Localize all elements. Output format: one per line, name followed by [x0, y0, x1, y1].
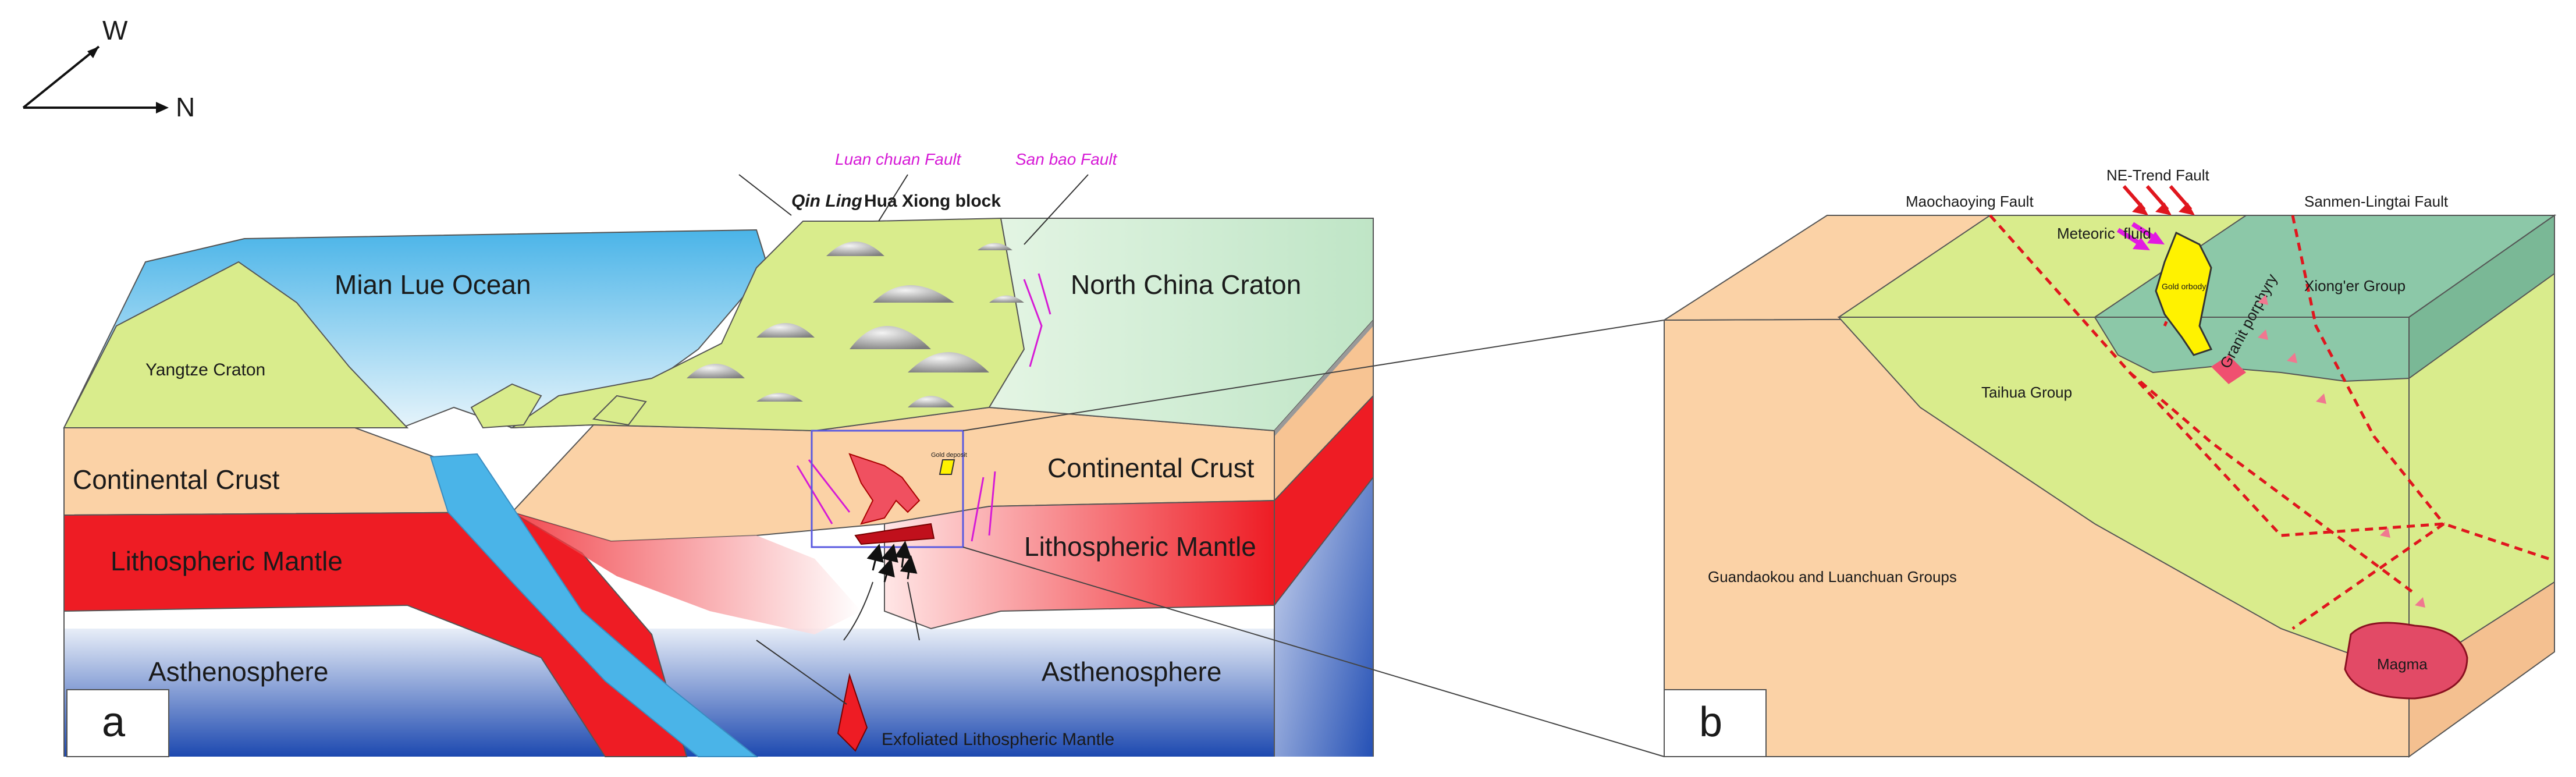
- xionger-label: Xiong'er Group: [2304, 277, 2406, 295]
- crust-left-label: Continental Crust: [73, 464, 280, 495]
- panel-b: Gold orbody Granit porphyry: [1662, 166, 2557, 758]
- asthenosphere-front: [64, 629, 1373, 757]
- gold-deposit-label: Gold deposit: [931, 452, 967, 459]
- astheno-right-label: Asthenosphere: [1042, 657, 1221, 687]
- crust-right-label: Continental Crust: [1047, 453, 1255, 483]
- mountains: [687, 242, 1024, 407]
- granite-porphyry: [2211, 355, 2246, 384]
- compass: W N: [22, 15, 195, 122]
- yangtze-label: Yangtze Craton: [145, 360, 265, 379]
- compass-north-label: N: [176, 92, 195, 122]
- upwelling-arrows: [866, 541, 918, 583]
- lithospheric-mantle-right: [884, 499, 1275, 630]
- mantle-left-label: Lithospheric Mantle: [111, 546, 343, 576]
- astheno-left-label: Asthenosphere: [148, 657, 328, 687]
- gold-deposit-marker: [939, 459, 955, 475]
- panel-a-letter-box: [66, 689, 169, 757]
- panel-b-letter-box: [1664, 689, 1767, 757]
- compass-west-label: W: [102, 15, 128, 45]
- guandaokou-label: Guandaokou and Luanchuan Groups: [1708, 568, 1957, 586]
- gold-orebody-label: Gold orbody: [2162, 282, 2206, 291]
- panel-b-letter: b: [1699, 699, 1722, 746]
- intrusion: [848, 453, 921, 525]
- ne-trend-fault-label: NE-Trend Fault: [2106, 166, 2210, 184]
- magma-label: Magma: [2377, 655, 2428, 673]
- panel-a-letter: a: [102, 699, 126, 746]
- ocean-label: Mian Lue Ocean: [335, 269, 531, 300]
- gold-orebody: [2155, 231, 2213, 356]
- mantle-right-label: Lithospheric Mantle: [1024, 531, 1256, 562]
- ne-trend-arrows: [2122, 185, 2195, 215]
- north-china-label: North China Craton: [1071, 269, 1301, 300]
- panel-a: Gold deposit Mian Lue Ocean Yangtze Crat…: [63, 150, 1374, 757]
- magenta-faults: [796, 273, 1051, 542]
- fluid-arrows: [2258, 295, 2425, 608]
- exfoliated-mantle: [837, 673, 868, 752]
- sanbao-fault-label: San bao Fault: [1015, 150, 1118, 168]
- magma-body: [2344, 622, 2468, 700]
- huaxiong-label: Hua Xiong block: [864, 191, 1001, 211]
- luanchuan-fault-label: Luan chuan Fault: [835, 150, 962, 168]
- yangtze-craton: [63, 261, 409, 428]
- exfoliated-label: Exfoliated Lithospheric Mantle: [882, 730, 1114, 749]
- qinling-label: Qin Ling: [791, 191, 862, 211]
- meteoric-fluid-label: Meteoric fluid: [2057, 225, 2151, 242]
- sanmen-fault-label: Sanmen-Lingtai Fault: [2304, 193, 2449, 210]
- maochaoying-fault-label: Maochaoying Fault: [1906, 193, 2034, 210]
- taihua-label: Taihua Group: [1981, 384, 2072, 401]
- meteoric-arrows: [2116, 222, 2165, 250]
- oceanic-slab: [429, 453, 758, 757]
